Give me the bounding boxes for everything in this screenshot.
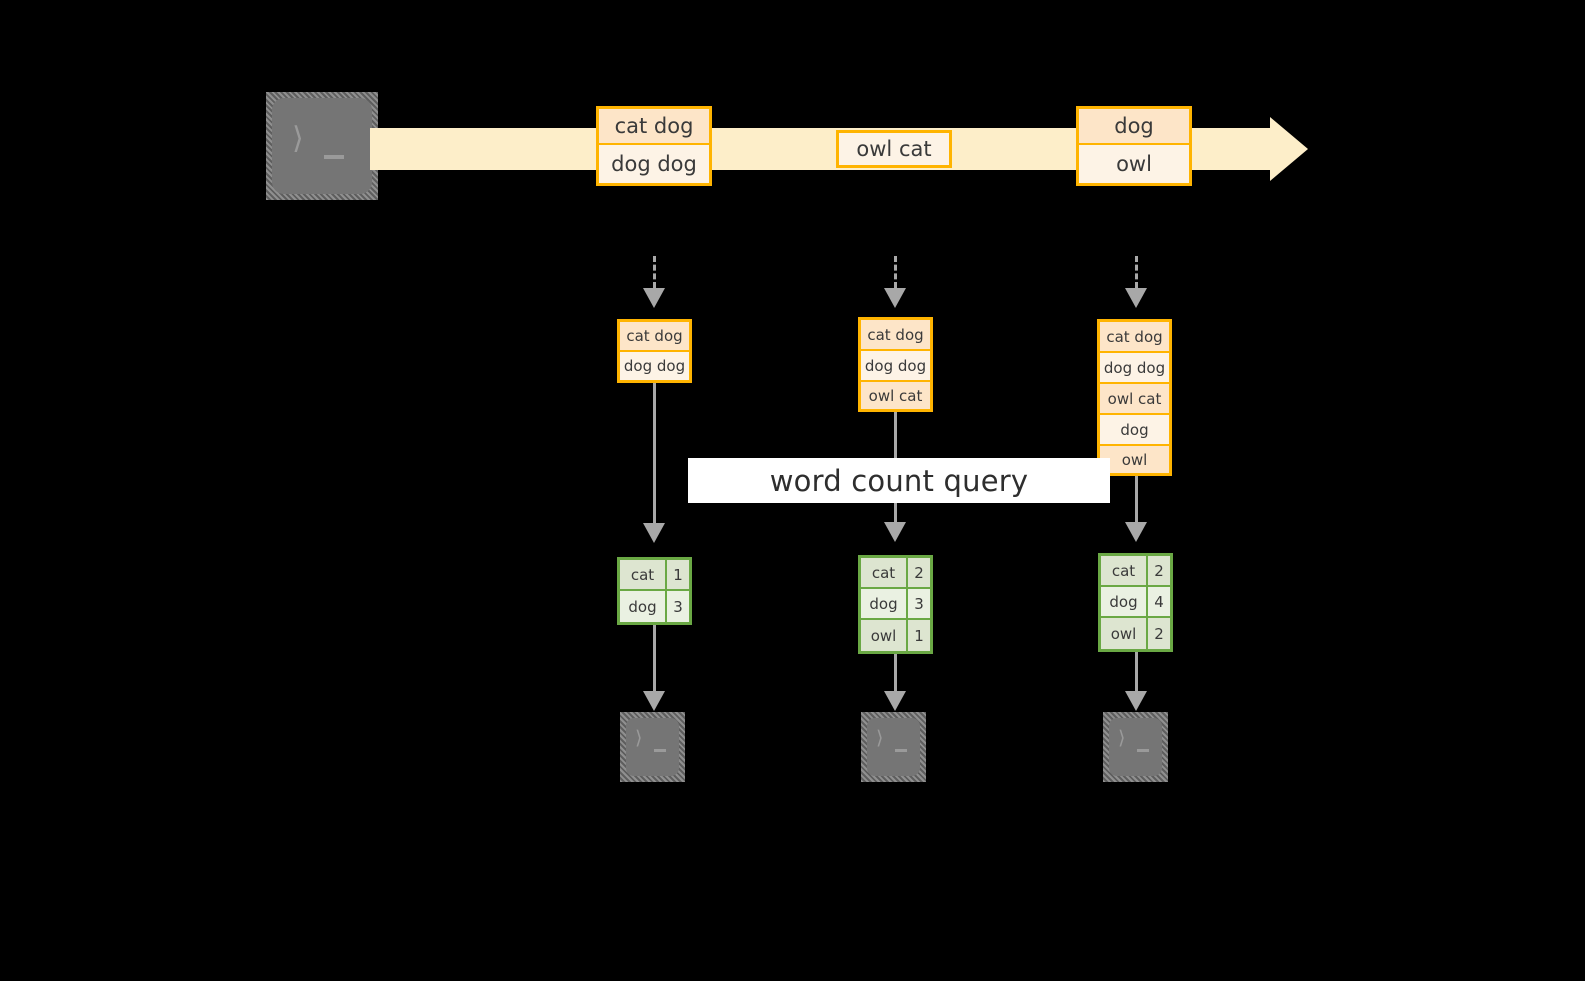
terminal-prompt-chevron-icon: ⟩ (1118, 727, 1126, 749)
result-table: cat 2 dog 4 owl 2 (1098, 553, 1173, 652)
snapshot-input-table: cat dog dog dog (617, 319, 692, 383)
down-arrow-head-icon (1125, 691, 1147, 711)
result-count-cell: 2 (1148, 556, 1170, 585)
down-arrow-head-icon (1125, 522, 1147, 542)
dashed-down-arrow-icon (1135, 256, 1138, 288)
snapshot-input-row: dog dog (620, 352, 689, 380)
snapshot-input-row: owl cat (861, 382, 930, 409)
terminal-screen: ⟩ (626, 718, 679, 776)
result-word-cell: owl (861, 620, 908, 651)
stream-batch-row: dog (1079, 109, 1189, 146)
terminal-screen: ⟩ (272, 98, 372, 194)
snapshot-input-row: owl cat (1100, 384, 1169, 415)
down-arrow-head-icon (884, 522, 906, 542)
result-row: dog 4 (1101, 587, 1170, 618)
down-arrow-icon (1135, 476, 1138, 522)
result-word-cell: dog (861, 589, 908, 618)
terminal-prompt-cursor-icon (654, 749, 666, 752)
stream-batch-box: owl cat (836, 130, 952, 168)
result-word-cell: cat (620, 560, 667, 589)
stream-batch-row: cat dog (599, 109, 709, 146)
stream-batch-row: owl cat (839, 133, 949, 165)
snapshot-input-row: dog (1100, 415, 1169, 446)
result-word-cell: dog (620, 591, 667, 622)
result-count-cell: 2 (908, 558, 930, 587)
down-arrow-icon (894, 654, 897, 691)
result-word-cell: dog (1101, 587, 1148, 616)
dashed-down-arrow-head-icon (643, 288, 665, 308)
terminal-prompt-cursor-icon (324, 155, 344, 159)
snapshot-input-row: dog dog (1100, 353, 1169, 384)
result-row: cat 2 (1101, 556, 1170, 587)
result-count-cell: 4 (1148, 587, 1170, 616)
result-count-cell: 2 (1148, 618, 1170, 649)
result-row: owl 2 (1101, 618, 1170, 649)
result-count-cell: 1 (908, 620, 930, 651)
result-word-cell: owl (1101, 618, 1148, 649)
snapshot-input-table: cat dog dog dog owl cat (858, 317, 933, 412)
dashed-down-arrow-head-icon (1125, 288, 1147, 308)
snapshot-input-row: cat dog (861, 320, 930, 351)
result-row: cat 1 (620, 560, 689, 591)
dashed-down-arrow-icon (653, 256, 656, 288)
down-arrow-head-icon (884, 691, 906, 711)
stream-arrow-head-icon (1270, 117, 1311, 181)
snapshot-input-row: cat dog (620, 322, 689, 352)
down-arrow-icon (653, 383, 656, 523)
dashed-down-arrow-head-icon (884, 288, 906, 308)
terminal-icon: ⟩ (620, 712, 685, 782)
terminal-prompt-cursor-icon (895, 749, 907, 752)
terminal-prompt-chevron-icon: ⟩ (876, 727, 884, 749)
down-arrow-head-icon (643, 691, 665, 711)
result-row: dog 3 (620, 591, 689, 622)
snapshot-input-row: dog dog (861, 351, 930, 382)
stream-batch-row: owl (1079, 145, 1189, 183)
terminal-screen: ⟩ (867, 718, 920, 776)
result-table: cat 1 dog 3 (617, 557, 692, 625)
terminal-icon: ⟩ (266, 92, 378, 200)
terminal-prompt-chevron-icon: ⟩ (292, 121, 304, 156)
result-count-cell: 3 (667, 591, 689, 622)
result-count-cell: 1 (667, 560, 689, 589)
result-table: cat 2 dog 3 owl 1 (858, 555, 933, 654)
terminal-prompt-cursor-icon (1137, 749, 1149, 752)
dashed-down-arrow-icon (894, 256, 897, 288)
result-row: cat 2 (861, 558, 930, 589)
terminal-prompt-chevron-icon: ⟩ (635, 727, 643, 749)
stream-batch-row: dog dog (599, 145, 709, 183)
result-row: dog 3 (861, 589, 930, 620)
down-arrow-icon (1135, 652, 1138, 691)
query-banner: word count query (688, 458, 1110, 503)
snapshot-input-row: owl (1100, 446, 1169, 473)
stream-batch-box: dog owl (1076, 106, 1192, 186)
down-arrow-head-icon (643, 523, 665, 543)
result-row: owl 1 (861, 620, 930, 651)
terminal-icon: ⟩ (861, 712, 926, 782)
terminal-icon: ⟩ (1103, 712, 1168, 782)
terminal-screen: ⟩ (1109, 718, 1162, 776)
snapshot-input-row: cat dog (1100, 322, 1169, 353)
result-word-cell: cat (861, 558, 908, 587)
query-banner-label: word count query (769, 463, 1029, 498)
stream-batch-box: cat dog dog dog (596, 106, 712, 186)
down-arrow-icon (653, 625, 656, 691)
result-count-cell: 3 (908, 589, 930, 618)
result-word-cell: cat (1101, 556, 1148, 585)
snapshot-input-table: cat dog dog dog owl cat dog owl (1097, 319, 1172, 476)
